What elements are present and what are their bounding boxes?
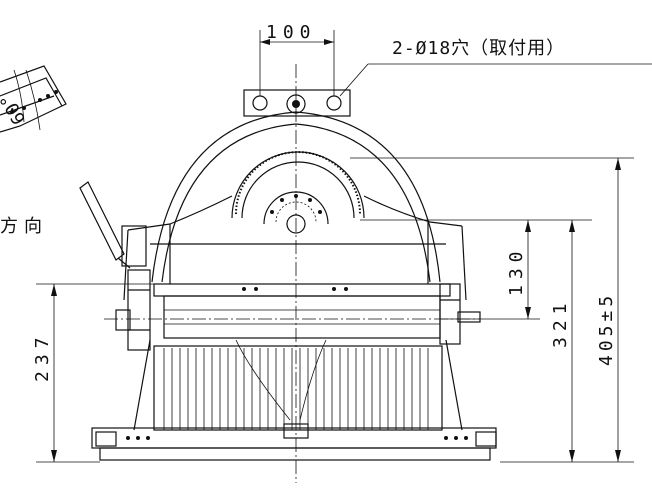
dimension-405: 405±5	[596, 158, 621, 462]
heatsink	[133, 339, 463, 431]
dimension-321-text: 321	[550, 297, 571, 348]
dimension-100-text: 100	[266, 22, 317, 43]
holes-note-text: 2-Ø18穴（取付用）	[392, 38, 565, 59]
dimension-130-text: 130	[506, 245, 527, 296]
side-knob-left	[115, 225, 151, 351]
direction-label: 方向	[0, 216, 48, 237]
base-plate	[91, 423, 497, 461]
side-knob-right	[439, 283, 481, 345]
dimension-237: 237	[32, 283, 156, 463]
handle	[79, 181, 131, 269]
angle-scale	[231, 151, 365, 234]
dimension-100: 100	[259, 22, 335, 96]
dimension-130: 130	[506, 220, 531, 319]
holes-leader: 2-Ø18穴（取付用）	[339, 38, 652, 97]
dimension-405-text: 405±5	[596, 292, 617, 366]
yoke-arch	[151, 111, 441, 283]
dimension-237-text: 237	[32, 331, 53, 382]
dimension-321: 321	[550, 220, 575, 462]
mounting-bracket	[243, 89, 351, 117]
lamp-housing	[123, 195, 467, 339]
rotated-fixture-view: 60° 方向	[0, 65, 67, 237]
